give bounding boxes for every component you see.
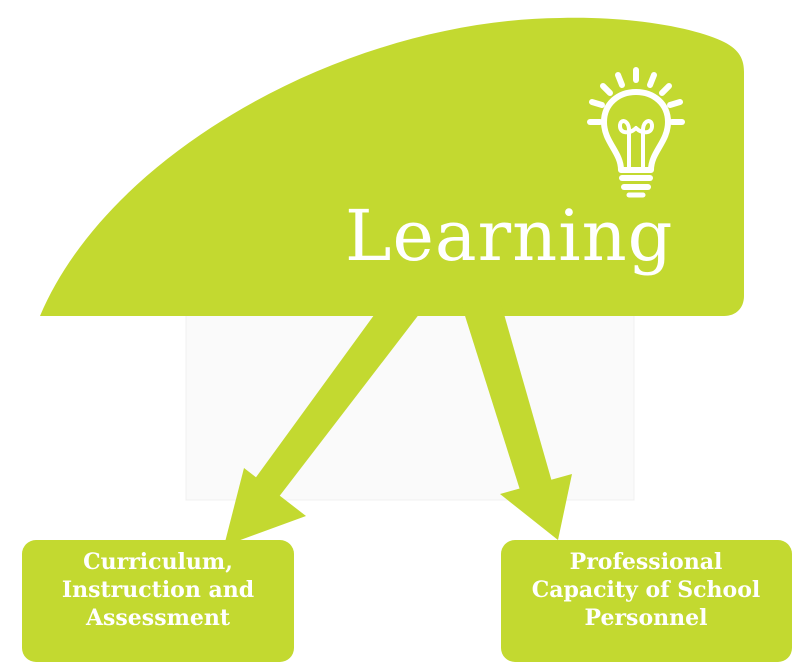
box-right-line-1: Professional (569, 549, 723, 575)
box-left-line-3: Assessment (85, 605, 231, 631)
box-left (22, 540, 294, 662)
box-right-label: Professional Capacity of School Personne… (501, 548, 791, 632)
box-left-line-1: Curriculum, (83, 549, 233, 575)
box-right-line-3: Personnel (584, 605, 708, 631)
learning-shape (40, 17, 744, 316)
arrow-left (224, 300, 430, 546)
box-left-label: Curriculum, Instruction and Assessment (22, 548, 294, 632)
box-right (501, 540, 792, 662)
lightbulb-icon (587, 67, 685, 198)
learning-title: Learning (345, 195, 674, 277)
background-panel (185, 299, 635, 501)
box-right-line-2: Capacity of School (531, 577, 761, 603)
arrow-right (460, 300, 572, 540)
box-left-line-2: Instruction and (61, 577, 255, 603)
